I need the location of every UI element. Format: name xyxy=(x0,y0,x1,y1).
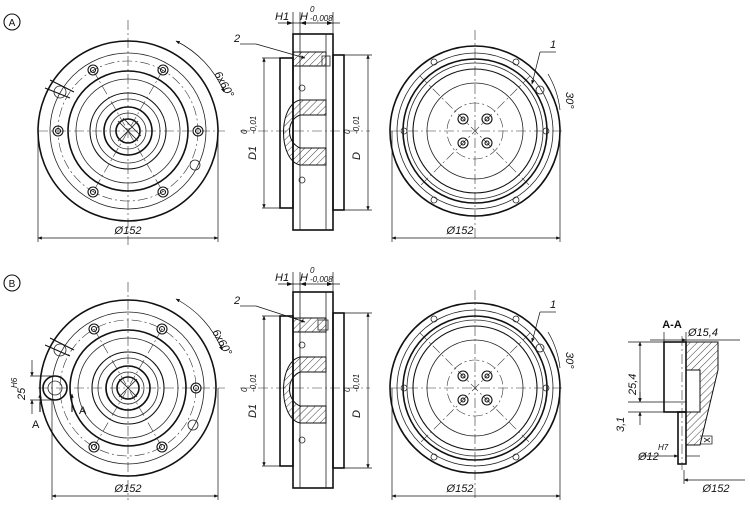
svg-text:Ø152: Ø152 xyxy=(114,483,142,495)
rear-view-a: 1 30° Ø152 xyxy=(389,30,575,242)
svg-text:3,1: 3,1 xyxy=(615,417,627,432)
svg-text:H6: H6 xyxy=(10,377,19,388)
svg-text:A: A xyxy=(32,419,40,431)
svg-text:H: H xyxy=(300,11,308,23)
svg-text:0: 0 xyxy=(310,266,315,275)
front-view-b: 25 H6 A A 6x60° Ø152 xyxy=(10,282,234,500)
svg-text:A: A xyxy=(9,18,16,29)
side-view-b: H1 H 0 -0,008 2 D1 0 -0,01 D 0 -0,01 xyxy=(233,266,372,489)
svg-text:-0,01: -0,01 xyxy=(352,374,361,392)
svg-text:0: 0 xyxy=(343,387,352,392)
svg-text:Ø152: Ø152 xyxy=(114,225,142,237)
svg-text:30°: 30° xyxy=(563,92,575,109)
svg-text:A-A: A-A xyxy=(662,319,682,331)
svg-text:25,4: 25,4 xyxy=(627,374,639,396)
svg-text:-0,01: -0,01 xyxy=(249,374,258,392)
svg-text:H: H xyxy=(300,272,308,284)
variant-b-marker: B xyxy=(3,274,21,292)
section-aa: A-A Ø15,4 25,4 3,1 Ø12 H7 Ø152 xyxy=(615,319,745,495)
svg-text:25: 25 xyxy=(16,387,28,401)
svg-text:Ø15,4: Ø15,4 xyxy=(687,327,718,339)
side-view-a: H1 H 0 -0,008 2 D1 0 -0,01 D 0 -0,01 xyxy=(233,5,372,231)
svg-text:D: D xyxy=(351,410,363,418)
svg-text:H7: H7 xyxy=(658,443,669,452)
rear-view-b: 1 30° Ø152 xyxy=(389,290,575,500)
svg-text:30°: 30° xyxy=(563,352,575,369)
svg-text:-0,01: -0,01 xyxy=(352,116,361,134)
svg-text:-0,01: -0,01 xyxy=(249,116,258,134)
svg-text:A: A xyxy=(79,405,87,417)
svg-text:2: 2 xyxy=(233,33,240,45)
svg-text:1: 1 xyxy=(550,39,556,51)
svg-text:1: 1 xyxy=(550,299,556,311)
svg-text:0: 0 xyxy=(240,387,249,392)
svg-text:H1: H1 xyxy=(275,11,289,23)
svg-text:D1: D1 xyxy=(247,146,259,160)
svg-text:Ø12: Ø12 xyxy=(637,451,659,463)
svg-text:2: 2 xyxy=(233,295,240,307)
svg-text:Ø152: Ø152 xyxy=(446,483,474,495)
svg-text:0: 0 xyxy=(310,5,315,14)
svg-text:B: B xyxy=(9,279,16,290)
svg-text:-0,008: -0,008 xyxy=(310,14,333,23)
svg-text:D: D xyxy=(351,152,363,160)
svg-text:Ø152: Ø152 xyxy=(446,225,474,237)
svg-text:0: 0 xyxy=(240,129,249,134)
variant-a-marker: A xyxy=(3,13,21,31)
svg-text:Ø152: Ø152 xyxy=(702,483,730,495)
front-view-a: 6x60° Ø152 xyxy=(37,20,236,245)
svg-text:D1: D1 xyxy=(247,404,259,418)
svg-text:6x60°: 6x60° xyxy=(209,328,234,359)
svg-text:0: 0 xyxy=(343,129,352,134)
svg-text:H1: H1 xyxy=(275,272,289,284)
svg-text:-0,008: -0,008 xyxy=(310,275,333,284)
svg-text:6x60°: 6x60° xyxy=(211,70,236,101)
